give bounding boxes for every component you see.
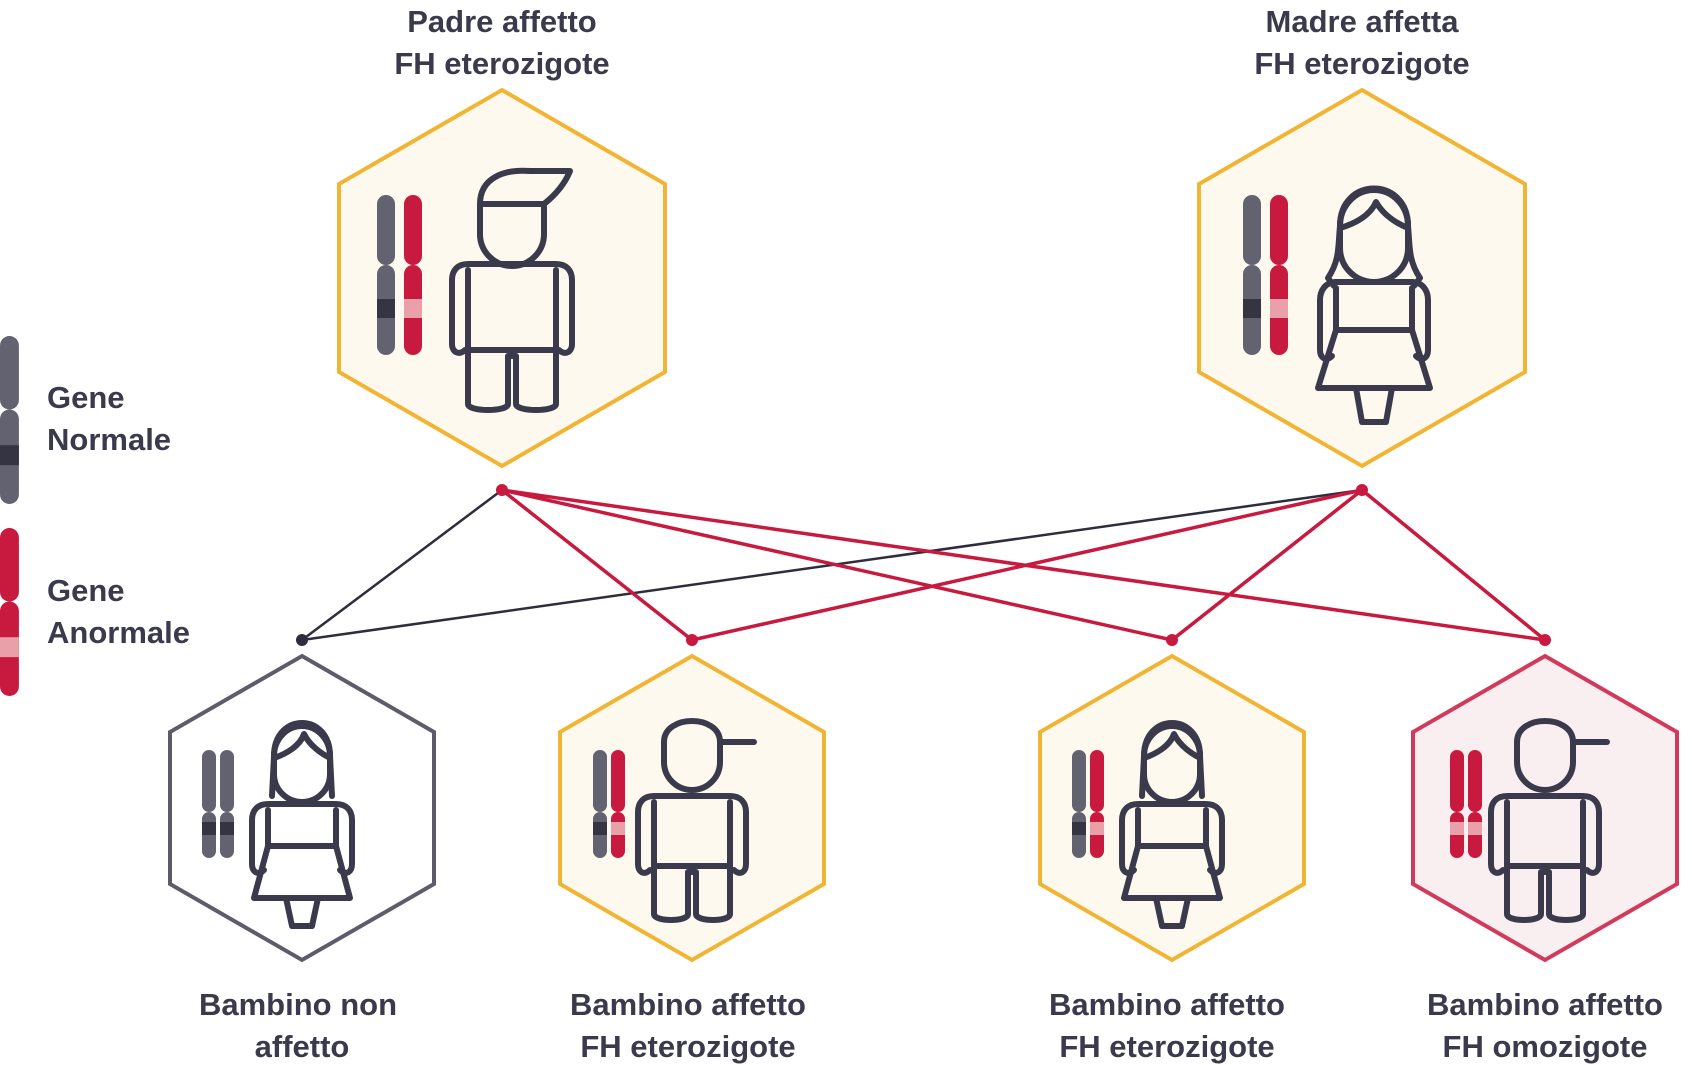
father-node (337, 87, 667, 469)
child-3-label-line1: Bambino affetto (1427, 987, 1663, 1022)
child-node-unaffected (168, 653, 436, 963)
child-hexagon (558, 653, 826, 963)
child-2-junction-dot (1166, 634, 1178, 646)
child-hexagon (1411, 653, 1679, 963)
legend-abnormal-line1: Gene (47, 573, 125, 608)
father-hexagon (337, 87, 667, 469)
mother-label-line1: Madre affetta (1266, 4, 1460, 39)
inheritance-line-father-child-1 (500, 488, 694, 642)
child-1-junction-dot (686, 634, 698, 646)
father-label-line2: FH eterozigote (394, 46, 609, 81)
inheritance-links (296, 484, 1551, 646)
mother-label-line2: FH eterozigote (1254, 46, 1469, 81)
inheritance-line-father-child-2 (501, 488, 1173, 642)
child-node-heterozygous (558, 653, 826, 963)
legend: Gene Normale Gene Anormale (0, 336, 190, 696)
child-3-label-line2: FH omozigote (1443, 1029, 1648, 1064)
child-hexagon (168, 653, 436, 963)
child-2-label-line1: Bambino affetto (1049, 987, 1285, 1022)
legend-normal-line1: Gene (47, 380, 125, 415)
inheritance-line-father-child-3 (501, 488, 1546, 642)
legend-abnormal-gene-icon (0, 528, 19, 696)
child-0-label-line1: Bambino non (199, 987, 397, 1022)
legend-abnormal-line2: Anormale (47, 615, 190, 650)
legend-normal-gene-icon (0, 336, 19, 504)
father-label-line1: Padre affetto (407, 4, 596, 39)
child-node-heterozygous (1038, 653, 1306, 963)
inheritance-line-mother-child-2 (1170, 488, 1364, 642)
child-1-label-line2: FH eterozigote (580, 1029, 795, 1064)
child-2-label-line2: FH eterozigote (1059, 1029, 1274, 1064)
child-hexagon (1038, 653, 1306, 963)
mother-node (1197, 87, 1527, 469)
child-0-label-line2: affetto (255, 1029, 350, 1064)
child-0-junction-dot (296, 634, 308, 646)
inheritance-line-mother-child-3 (1360, 488, 1547, 642)
father-junction-dot (496, 484, 508, 496)
inheritance-line-father-child-0 (301, 489, 503, 641)
legend-normal-line2: Normale (47, 422, 171, 457)
child-3-junction-dot (1539, 634, 1551, 646)
mother-junction-dot (1356, 484, 1368, 496)
child-node-homozygous (1411, 653, 1679, 963)
child-1-label-line1: Bambino affetto (570, 987, 806, 1022)
